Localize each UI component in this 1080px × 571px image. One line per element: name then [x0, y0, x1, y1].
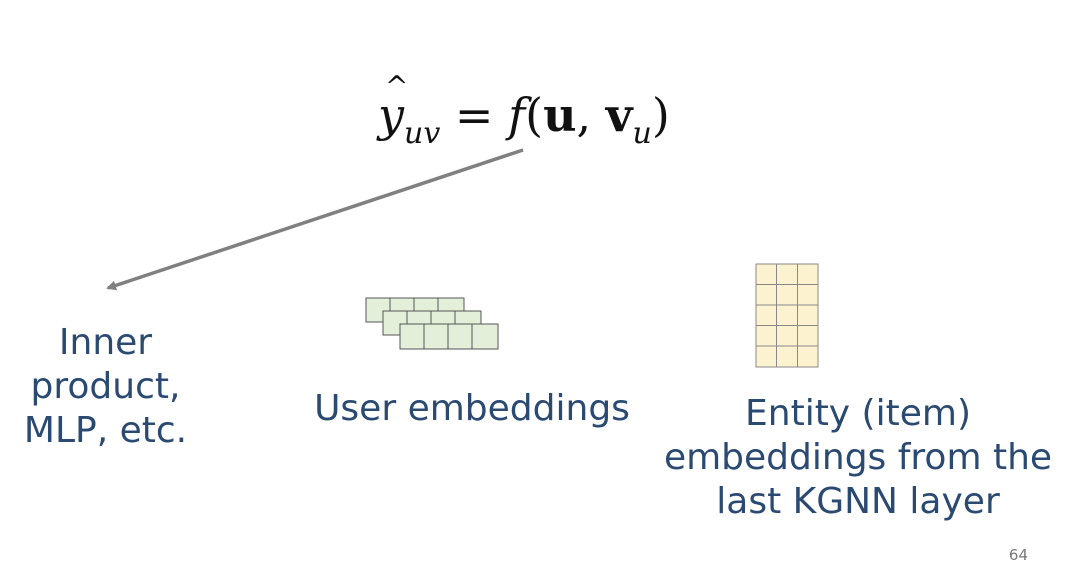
comma: , — [576, 88, 592, 142]
entity-embeddings-label: Entity (item) embeddings from the last K… — [646, 392, 1070, 524]
user-embeddings-icon — [365, 297, 499, 350]
equals-sign: = — [454, 88, 494, 142]
user-embedding-row-3 — [399, 323, 499, 350]
function-label-line: Inner — [58, 322, 153, 363]
user-vector: u — [543, 88, 577, 142]
function-symbol: f — [508, 88, 526, 142]
item-vector: v — [605, 88, 633, 142]
entity-label-line: last KGNN layer — [716, 481, 1000, 522]
function-label-line: product, — [30, 366, 181, 407]
entity-label-line: Entity (item) — [745, 393, 971, 434]
prediction-formula: yuv = f(u, vu) — [378, 70, 670, 151]
y-hat: y — [378, 70, 408, 142]
y-subscript: uv — [404, 116, 441, 151]
user-embeddings-label: User embeddings — [300, 387, 644, 431]
entity-embeddings-icon — [755, 263, 819, 368]
v-subscript: u — [632, 116, 652, 151]
entity-label-line: embeddings from the — [663, 437, 1053, 478]
open-paren: ( — [525, 88, 544, 142]
page-number: 64 — [1008, 546, 1028, 564]
function-label: Inner product, MLP, etc. — [18, 321, 193, 453]
user-label-line: User embeddings — [314, 388, 630, 429]
arrow-to-function — [106, 148, 524, 291]
function-label-line: MLP, etc. — [23, 410, 188, 451]
close-paren: ) — [651, 88, 670, 142]
